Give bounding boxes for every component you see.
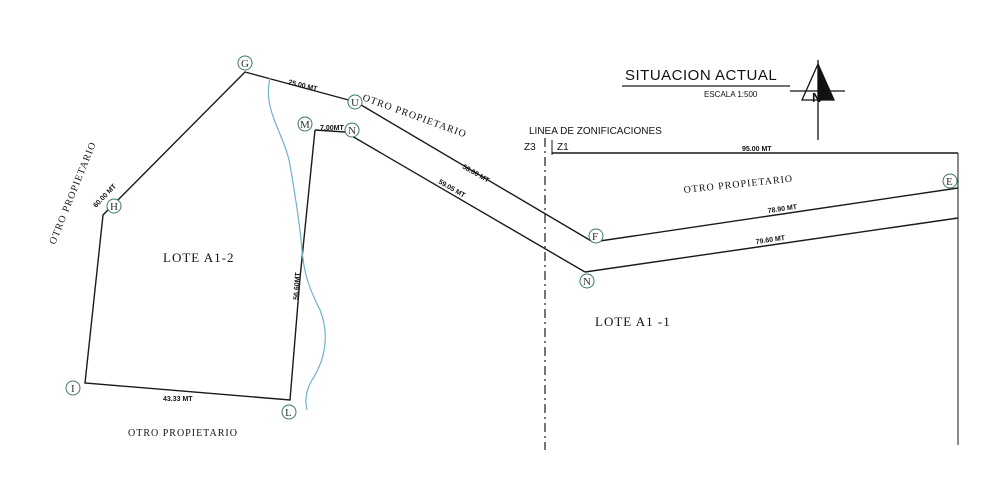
vertex-i-icon bbox=[65, 380, 81, 396]
vertex-f-icon bbox=[588, 228, 604, 244]
measure-m-l: 56.60MT bbox=[293, 271, 302, 300]
edge-n-n bbox=[344, 131, 586, 273]
vertex-n1-icon bbox=[344, 122, 360, 138]
vertex-u-icon bbox=[347, 94, 363, 110]
measure-n-e: 79.60 MT bbox=[755, 235, 786, 246]
vertex-f-label: F bbox=[592, 231, 598, 243]
vertex-g-label: G bbox=[241, 58, 249, 70]
vertex-n2-icon bbox=[579, 273, 595, 289]
scale-label: ESCALA 1:500 bbox=[704, 90, 758, 99]
measure-u-f: 58.00 MT bbox=[461, 164, 491, 185]
vertex-g-icon bbox=[237, 55, 253, 71]
vertex-n2-label: N bbox=[583, 276, 591, 288]
vertex-i-label: I bbox=[71, 383, 75, 395]
neighbor-bottom-label: OTRO PROPIETARIO bbox=[128, 428, 238, 439]
edge-n-e bbox=[584, 217, 959, 273]
vertex-letters: G U M N H F N E I L bbox=[71, 58, 953, 419]
vertex-markers bbox=[65, 55, 958, 420]
vertex-u-label: U bbox=[351, 97, 359, 109]
zone-right-label: Z1 bbox=[557, 142, 569, 153]
vertex-h-label: H bbox=[110, 201, 118, 213]
lot-a1-1-label: LOTE A1 -1 bbox=[595, 314, 671, 329]
lot-a1-2-label: LOTE A1-2 bbox=[163, 250, 234, 265]
measure-n-n: 59.05 MT bbox=[437, 179, 467, 200]
vertex-e-icon bbox=[942, 173, 958, 189]
edge-f-e bbox=[592, 187, 959, 243]
vertex-l-icon bbox=[281, 404, 297, 420]
neighbor-right-label: OTRO PROPIETARIO bbox=[683, 174, 793, 196]
vertex-m-icon bbox=[297, 116, 313, 132]
neighbor-top-label: OTRO PROPIETARIO bbox=[361, 92, 468, 140]
vertex-n1-label: N bbox=[348, 125, 356, 137]
measure-f-e: 78.90 MT bbox=[767, 204, 798, 215]
measure-top-right: 95.00 MT bbox=[742, 146, 772, 153]
north-arrow-icon bbox=[790, 60, 845, 140]
zone-left-label: Z3 bbox=[524, 142, 536, 153]
edge-m-n bbox=[314, 129, 346, 133]
measure-g-u: 25.00 MT bbox=[288, 79, 319, 93]
edge-u-f bbox=[355, 101, 594, 243]
plan-title: SITUACION ACTUAL bbox=[625, 67, 777, 84]
vertex-e-label: E bbox=[946, 176, 953, 188]
lot-a1-2-boundary bbox=[84, 71, 357, 401]
vertex-h-icon bbox=[106, 198, 122, 214]
neighbor-left-label: OTRO PROPIETARIO bbox=[48, 140, 99, 246]
north-letter: N bbox=[812, 90, 821, 105]
stream-line bbox=[267, 77, 326, 411]
measure-m-n: 7.00MT bbox=[320, 125, 344, 132]
boundary-lines bbox=[84, 71, 959, 445]
measure-i-l: 43.33 MT bbox=[163, 396, 193, 403]
vertex-m-label: M bbox=[300, 119, 310, 131]
vertex-l-label: L bbox=[285, 407, 292, 419]
zoning-line-label: LINEA DE ZONIFICACIONES bbox=[529, 126, 662, 137]
